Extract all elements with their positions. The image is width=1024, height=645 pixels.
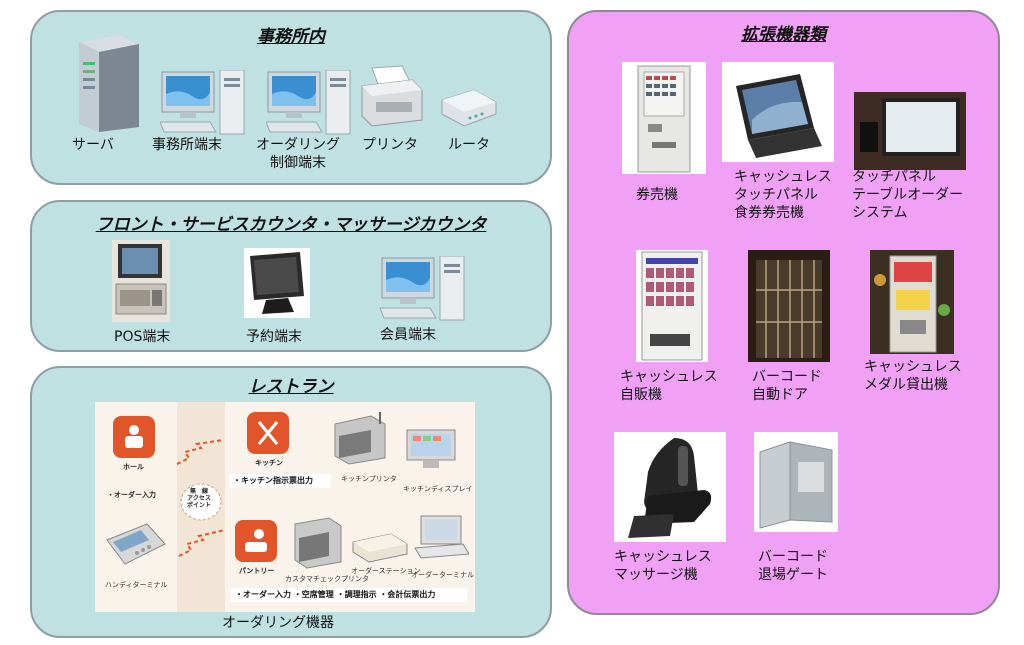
pos-label: POS端末 xyxy=(114,329,171,345)
order-station-label: オーダーステーション xyxy=(351,567,421,575)
expansion-label-door: バーコード 自動ドア xyxy=(752,369,822,403)
expansion-label-table-order: タッチパネル テーブルオーダー システム xyxy=(852,169,964,221)
printer-label: プリンタ xyxy=(362,137,418,153)
kitchen-printer-label: キッチンプリンタ xyxy=(341,475,397,483)
expansion-label-massage: キャッシュレス マッサージ機 xyxy=(614,549,712,583)
member-label: 会員端末 xyxy=(380,327,436,343)
office-title: 事務所内 xyxy=(257,27,325,47)
expansion-label-vending: キャッシュレス 自販機 xyxy=(620,369,718,403)
server-label: サーバ xyxy=(72,137,114,153)
vending-machine-icon xyxy=(636,250,708,362)
restaurant-caption: オーダリング機器 xyxy=(222,615,334,631)
expansion-label-gate: バーコード 退場ゲート xyxy=(758,549,828,583)
table-order-panel-icon xyxy=(854,92,966,170)
reservation-label: 予約端末 xyxy=(246,329,302,345)
pantry-label: パントリー xyxy=(239,567,275,575)
expansion-label-ticket: 券売機 xyxy=(636,187,678,203)
pc-icon xyxy=(266,70,354,136)
handy-terminal-icon xyxy=(103,520,169,572)
expansion-title: 拡張機器類 xyxy=(741,25,826,45)
medal-machine-icon xyxy=(870,250,954,354)
kitchen-display-label: キッチンディスプレイ xyxy=(403,485,473,493)
kitchen-label: キッチン xyxy=(255,459,283,467)
pantry-strip: ・オーダー入力 ・空席管理 ・調理指示 ・会計伝票出力 xyxy=(231,588,467,602)
hall-order-label: ・オーダー入力 xyxy=(107,491,156,499)
router-label: ルータ xyxy=(448,137,490,153)
ordering-diagram: ホール ・オーダー入力 ハンディターミナル 無 線 アクセス ポイント キッチン xyxy=(95,402,475,612)
pc-icon xyxy=(160,70,248,136)
order-terminal-icon xyxy=(413,514,469,560)
kitchen-strip: ・キッチン指示票出力 xyxy=(229,474,331,488)
kitchen-icon xyxy=(247,412,289,454)
pos-terminal-icon xyxy=(112,240,170,322)
expansion-label-medal: キャッシュレス メダル貸出機 xyxy=(864,359,962,393)
automatic-door-icon xyxy=(748,250,830,362)
hall-label: ホール xyxy=(123,463,144,471)
ticket-machine-icon xyxy=(622,62,706,174)
front-title: フロント・サービスカウンタ・マッサージカウンタ xyxy=(95,215,487,235)
handy-label: ハンディターミナル xyxy=(105,581,168,589)
access-point-icon xyxy=(179,482,223,522)
kitchen-printer-icon xyxy=(331,412,389,466)
exit-gate-icon xyxy=(754,432,838,532)
kitchen-display-icon xyxy=(405,428,457,470)
reservation-terminal-icon xyxy=(244,248,310,318)
pantry-icon xyxy=(235,520,277,562)
expansion-label-touch-ticket: キャッシュレス タッチパネル 食券券売機 xyxy=(734,169,832,221)
hall-icon xyxy=(113,416,155,458)
touch-ticket-machine-icon xyxy=(722,62,834,162)
ordering-control-label: オーダリング 制御端末 xyxy=(256,137,340,171)
access-point-label: 無 線 アクセス ポイント xyxy=(187,488,212,509)
router-icon xyxy=(438,84,500,132)
printer-icon xyxy=(358,64,426,134)
office-terminal-label: 事務所端末 xyxy=(152,137,222,153)
customer-printer-label: カスタマチェックプリンタ xyxy=(285,575,369,583)
pc-icon xyxy=(380,256,468,322)
order-station-icon xyxy=(349,530,409,564)
customer-printer-icon xyxy=(291,514,345,570)
order-terminal-label: オーダーターミナル xyxy=(411,571,474,579)
massage-chair-icon xyxy=(614,432,726,542)
restaurant-title: レストラン xyxy=(248,377,334,397)
wireless-signal-icon xyxy=(175,438,227,468)
server-icon xyxy=(74,32,144,132)
wireless-signal-icon xyxy=(177,528,229,558)
